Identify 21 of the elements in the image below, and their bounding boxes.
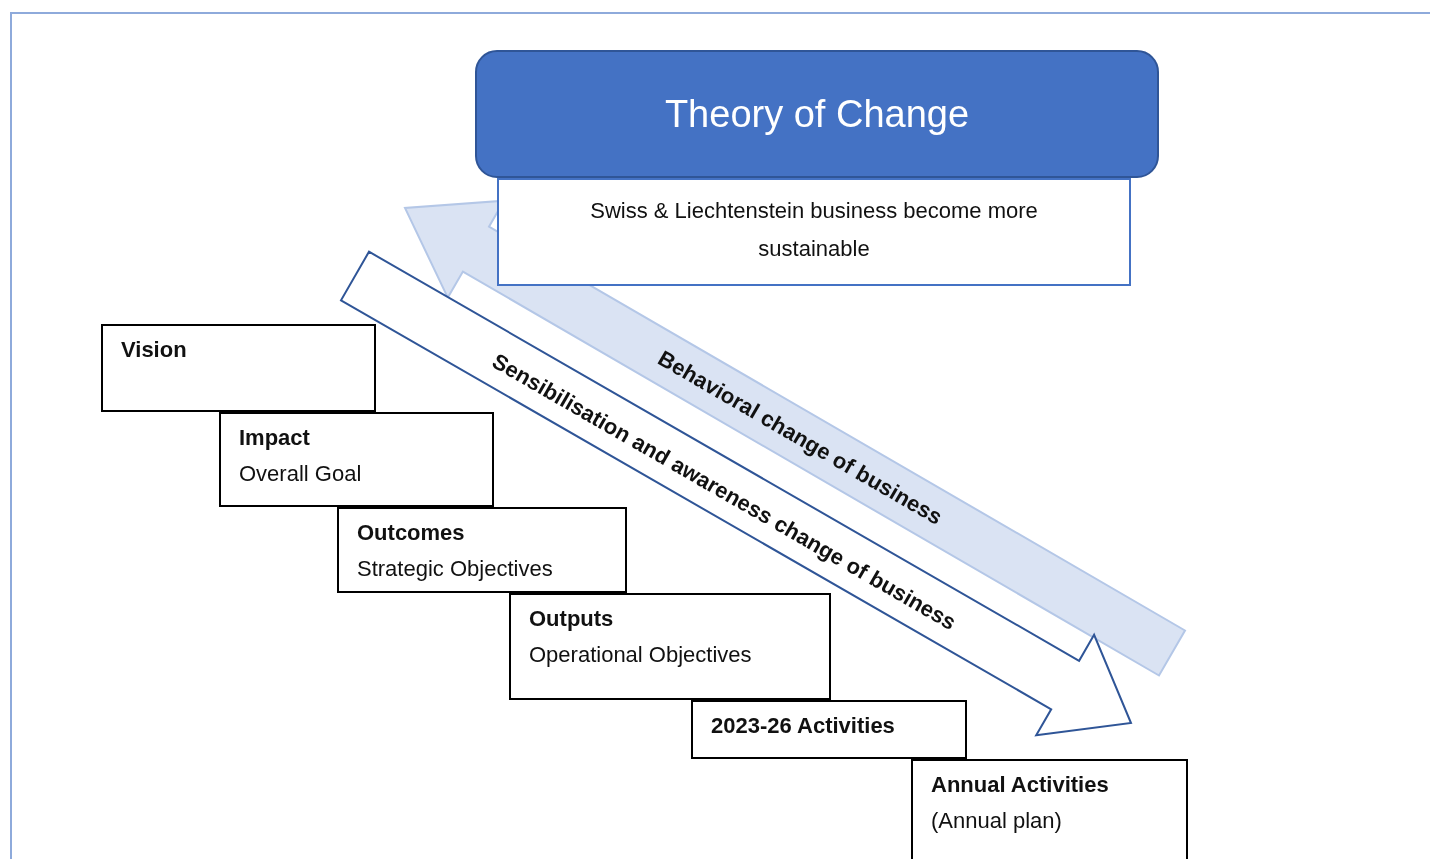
level-heading: Annual Activities bbox=[931, 771, 1110, 799]
level-box bbox=[337, 507, 627, 593]
level-box bbox=[101, 324, 376, 412]
level-box bbox=[219, 412, 494, 507]
level-description: Operational Objectives bbox=[529, 641, 753, 669]
level-box bbox=[509, 593, 831, 700]
level-description: (Annual plan) bbox=[931, 807, 1063, 835]
level-box bbox=[911, 759, 1188, 859]
level-box bbox=[691, 700, 967, 759]
level-description: Strategic Objectives bbox=[357, 555, 554, 583]
level-heading: Outputs bbox=[529, 605, 615, 633]
block-arrow bbox=[339, 250, 1133, 737]
goal-text: Swiss & Liechtenstein business become more sustainable bbox=[589, 197, 1039, 263]
goal-box bbox=[497, 178, 1131, 286]
level-heading: Vision bbox=[121, 336, 188, 364]
level-heading: 2023-26 Activities bbox=[711, 712, 896, 740]
level-heading: Outcomes bbox=[357, 519, 466, 547]
level-heading: Impact bbox=[239, 424, 311, 452]
title-text: Theory of Change bbox=[664, 92, 970, 136]
title-banner bbox=[475, 50, 1159, 178]
level-description: Overall Goal bbox=[239, 460, 363, 488]
